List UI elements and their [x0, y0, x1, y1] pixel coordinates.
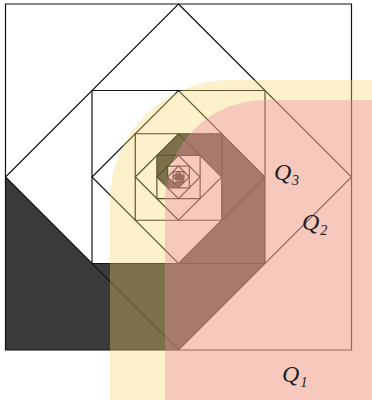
watermark-band	[110, 80, 372, 400]
square-label: Q₁	[282, 362, 308, 386]
watermark-shape	[165, 100, 372, 400]
square-label: Q₂	[302, 210, 328, 234]
square-label: Q₃	[274, 160, 300, 184]
